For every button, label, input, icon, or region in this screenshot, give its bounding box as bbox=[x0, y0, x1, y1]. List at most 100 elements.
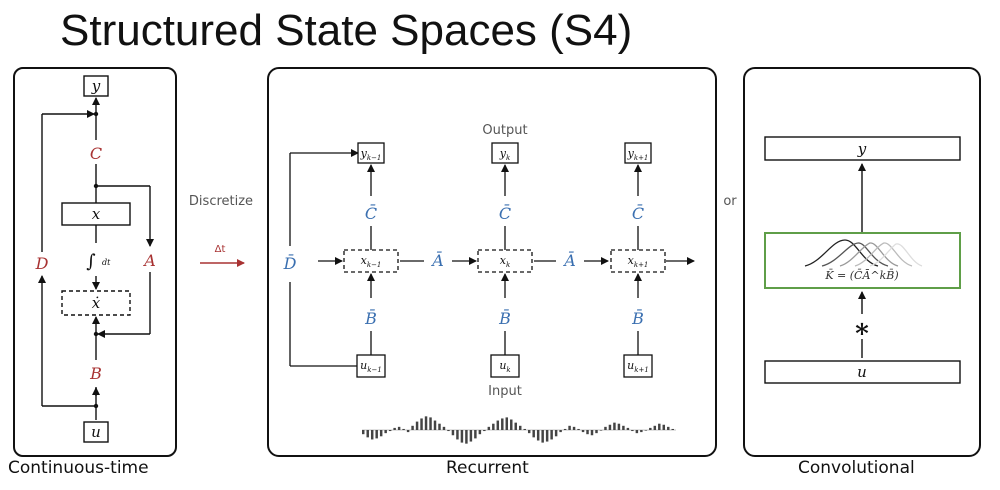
continuous-d-label: D bbox=[35, 254, 49, 273]
signal-bar bbox=[626, 427, 630, 430]
x-box-1 bbox=[477, 249, 533, 273]
caption-recurrent: Recurrent bbox=[446, 458, 529, 478]
delta-t-label: Δt bbox=[215, 244, 226, 255]
or-label: or bbox=[723, 194, 737, 209]
signal-bar bbox=[658, 423, 661, 430]
continuous-c-label: C bbox=[90, 144, 102, 163]
signal-bar bbox=[362, 430, 365, 435]
signal-bar bbox=[460, 430, 464, 443]
input-label: Input bbox=[488, 384, 522, 399]
signal-bar bbox=[406, 430, 410, 433]
u-label-1: uk bbox=[499, 359, 510, 374]
continuous-x-label: x bbox=[92, 205, 101, 223]
recurrent-a-label-1: Ā bbox=[430, 250, 444, 270]
recurrent-a-label-2: Ā bbox=[562, 250, 576, 270]
b-bar-label-2: B̄ bbox=[631, 307, 644, 328]
signal-bar bbox=[631, 430, 634, 432]
signal-bar bbox=[635, 430, 639, 434]
kernel-box bbox=[764, 232, 961, 289]
signal-bar bbox=[662, 424, 666, 430]
signal-bar bbox=[447, 430, 450, 432]
signal-bar bbox=[496, 420, 500, 430]
signal-bar bbox=[568, 425, 571, 430]
signal-bar bbox=[456, 430, 459, 440]
signal-bar bbox=[375, 430, 378, 439]
signal-bar bbox=[483, 430, 486, 432]
u-box-0 bbox=[356, 354, 386, 378]
u-label-2: uk+1 bbox=[627, 359, 649, 374]
signal-bar bbox=[590, 430, 594, 436]
continuous-xdot-label: ẋ bbox=[92, 294, 101, 312]
signal-bar bbox=[469, 430, 473, 442]
signal-bar bbox=[415, 421, 419, 430]
signal-bar bbox=[613, 422, 616, 430]
u-label-0: uk−1 bbox=[360, 359, 382, 374]
signal-bar bbox=[671, 428, 674, 430]
conv-u-label: u bbox=[857, 363, 867, 381]
signal-bar bbox=[649, 427, 652, 430]
signal-bar bbox=[370, 430, 374, 440]
signal-bar bbox=[622, 425, 625, 430]
continuous-a-label: A bbox=[142, 251, 156, 270]
y-box bbox=[83, 75, 109, 97]
y-box-0 bbox=[357, 142, 385, 164]
signal-bar bbox=[563, 428, 567, 430]
signal-bar bbox=[608, 424, 612, 430]
convolutional-diagram bbox=[764, 136, 961, 384]
signal-bar bbox=[667, 426, 670, 430]
signal-bar bbox=[640, 430, 643, 433]
x-label-2: xk+1 bbox=[628, 254, 649, 269]
u-box-2 bbox=[623, 354, 653, 378]
signal-bar bbox=[572, 426, 576, 430]
signal-bar bbox=[536, 430, 540, 441]
output-label: Output bbox=[482, 123, 527, 138]
recurrent-panel bbox=[267, 67, 717, 457]
signal-bar bbox=[541, 430, 544, 443]
signal-bar bbox=[523, 428, 526, 430]
signal-bar bbox=[581, 430, 585, 433]
signal-bar bbox=[492, 423, 495, 430]
signal-bar bbox=[505, 417, 509, 430]
caption-convolutional: Convolutional bbox=[798, 458, 915, 478]
signal-bar bbox=[384, 430, 387, 434]
continuous-diagram bbox=[38, 75, 154, 443]
signal-bar bbox=[478, 430, 482, 435]
x-box-0 bbox=[343, 249, 399, 273]
signal-bar bbox=[487, 426, 491, 430]
u-box-1 bbox=[490, 354, 520, 378]
b-bar-label-0: B̄ bbox=[364, 307, 377, 328]
signal-bar bbox=[379, 430, 383, 437]
integral-dt: dt bbox=[102, 258, 111, 267]
signal-bar bbox=[465, 430, 468, 444]
signal-bar bbox=[559, 430, 562, 433]
signal-bar bbox=[644, 430, 648, 431]
signal-bar bbox=[510, 419, 513, 430]
signal-bar bbox=[429, 417, 432, 430]
y-label-1: yk bbox=[499, 147, 510, 162]
signal-bar bbox=[653, 425, 657, 430]
signal-bar bbox=[604, 426, 607, 430]
integral-symbol: ∫ bbox=[86, 251, 96, 272]
signal-bar bbox=[366, 430, 369, 438]
convolutional-panel bbox=[743, 67, 981, 457]
u-box bbox=[83, 421, 109, 443]
signal-bar bbox=[577, 428, 580, 430]
kernel-curves bbox=[804, 239, 923, 267]
page-title: Structured State Spaces (S4) bbox=[60, 6, 633, 55]
signal-bar bbox=[501, 418, 504, 430]
caption-continuous: Continuous-time bbox=[8, 458, 149, 478]
continuous-panel bbox=[13, 67, 177, 457]
signal-bar bbox=[424, 416, 428, 430]
signal-bar bbox=[550, 430, 553, 440]
signal-bar bbox=[402, 428, 405, 430]
signal-bar bbox=[617, 423, 621, 430]
y-label-0: yk−1 bbox=[360, 147, 382, 162]
signal-bar bbox=[397, 426, 401, 430]
c-bar-label-0: C̄ bbox=[365, 202, 377, 223]
input-signal-waveform bbox=[362, 416, 676, 444]
conv-y-box bbox=[764, 136, 961, 161]
kernel-formula: K̄ = (C̄Ā^kB̄) bbox=[824, 269, 898, 282]
continuous-u-label: u bbox=[91, 423, 101, 441]
y-box-2 bbox=[624, 142, 652, 164]
continuous-y-label: y bbox=[91, 77, 101, 95]
